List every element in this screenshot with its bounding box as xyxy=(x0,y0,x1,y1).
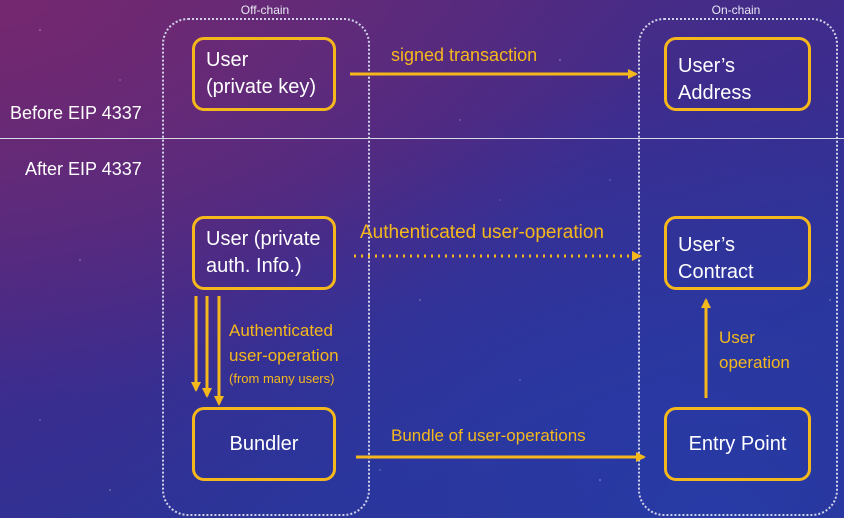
bundler-label: Bundler xyxy=(229,432,299,455)
user-operation-label-line-1: User xyxy=(719,328,755,347)
user-operation-label-line-2: operation xyxy=(719,353,790,372)
entry-point-box: Entry Point xyxy=(664,407,811,481)
user-private-auth-line-1: User (private xyxy=(206,228,321,250)
users-address-line-2: Address xyxy=(678,82,752,104)
user-private-auth-box: User (private auth. Info.) xyxy=(192,216,336,290)
many-users-label-line-1: Authenticated xyxy=(229,321,333,340)
users-address-box: User’s Address xyxy=(664,37,811,111)
on-chain-region xyxy=(638,18,838,516)
authenticated-user-operation-label: Authenticated user-operation xyxy=(360,222,604,243)
bundle-label: Bundle of user-operations xyxy=(391,426,586,445)
signed-transaction-label: signed transaction xyxy=(391,45,538,65)
user-private-key-line-2: (private key) xyxy=(206,76,317,98)
bundler-box: Bundler xyxy=(192,407,336,481)
users-contract-line-1: User’s xyxy=(678,234,736,256)
on-chain-label: On-chain xyxy=(711,3,761,17)
user-private-key-box: User (private key) xyxy=(192,37,336,111)
user-private-auth-line-2: auth. Info.) xyxy=(206,255,302,277)
users-contract-box: User’s Contract xyxy=(664,216,811,290)
many-users-label-line-2: user-operation xyxy=(229,346,339,365)
many-users-label-line-3: (from many users) xyxy=(229,371,335,386)
after-eip-label: After EIP 4337 xyxy=(25,159,142,179)
users-contract-line-2: Contract xyxy=(678,261,754,283)
off-chain-region xyxy=(162,18,370,516)
section-divider xyxy=(0,138,844,139)
before-eip-label: Before EIP 4337 xyxy=(10,103,142,123)
off-chain-label: Off-chain xyxy=(240,3,290,17)
users-address-line-1: User’s xyxy=(678,55,736,77)
entry-point-label: Entry Point xyxy=(688,432,787,455)
user-private-key-line-1: User xyxy=(206,49,249,71)
